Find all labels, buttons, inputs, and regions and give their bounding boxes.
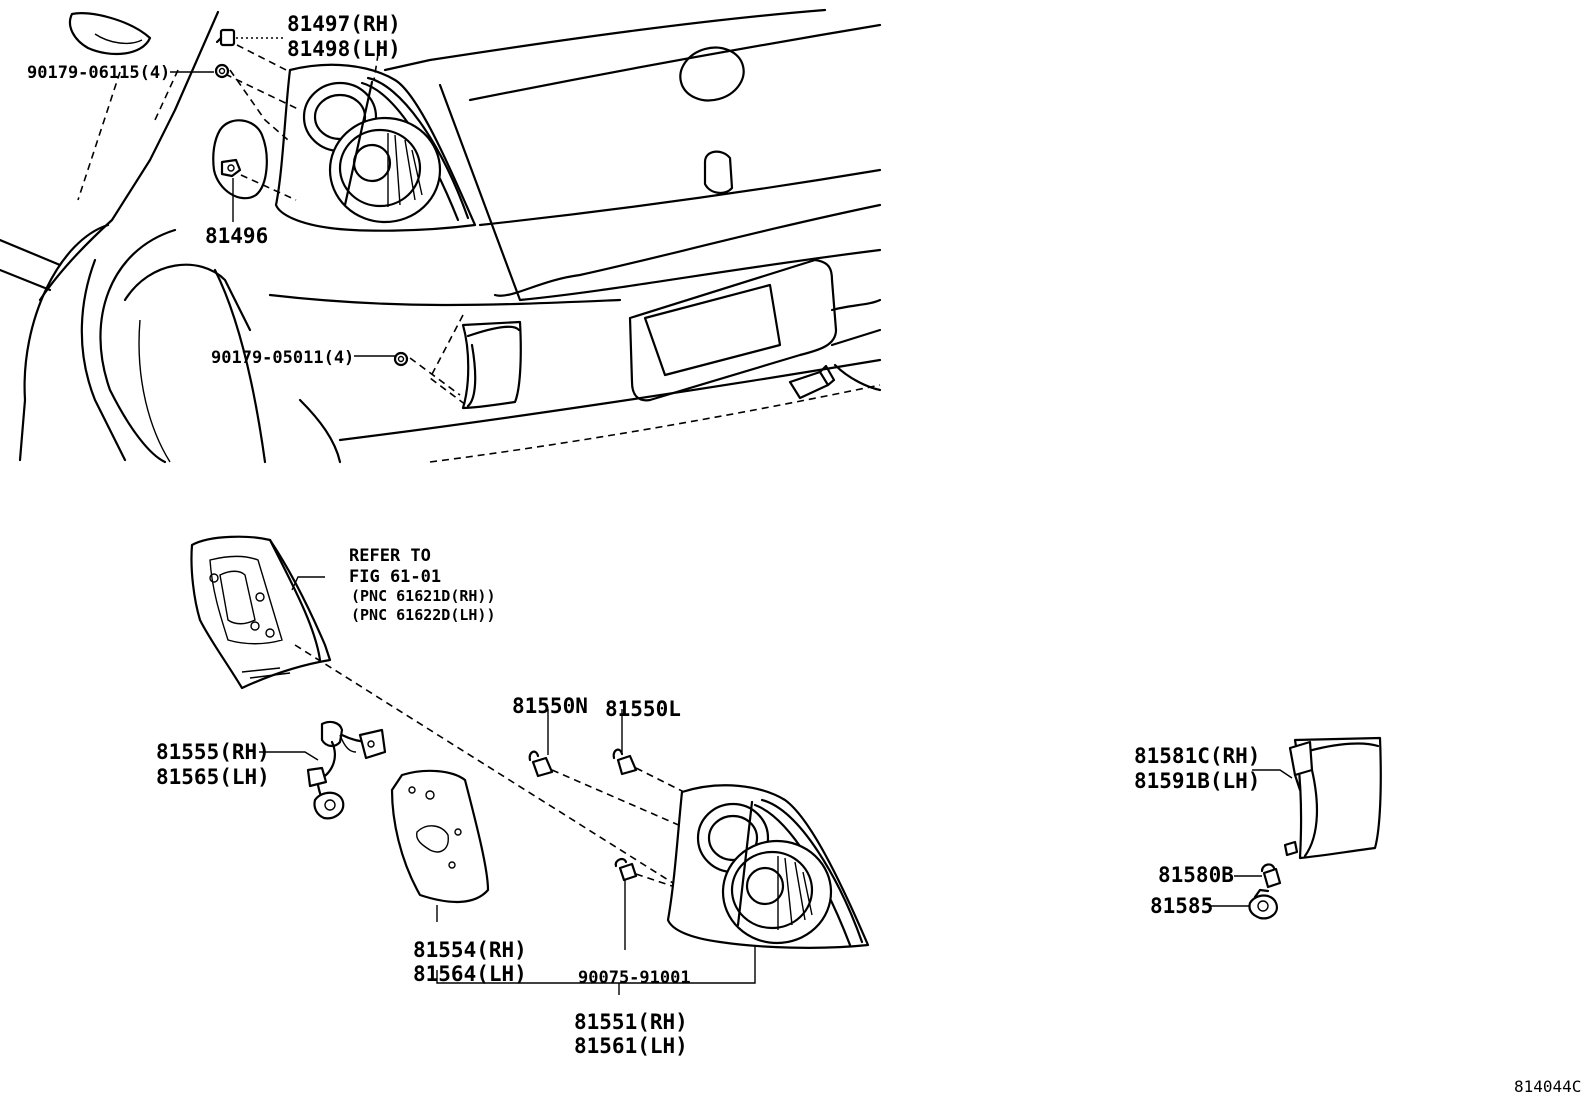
label-81564-lh[interactable]: 81564(LH) xyxy=(413,962,527,986)
label-81550l[interactable]: 81550L xyxy=(605,697,681,721)
fig-reference-link[interactable]: FIG 61-01 xyxy=(349,567,441,587)
label-81551-rh[interactable]: 81551(RH) xyxy=(574,1010,688,1034)
label-81591b-lh[interactable]: 81591B(LH) xyxy=(1134,769,1260,793)
reflector-exploded-view xyxy=(1210,736,1382,920)
label-81496[interactable]: 81496 xyxy=(205,224,268,248)
diagram-code: 814044C xyxy=(1514,1077,1581,1096)
label-81497-rh[interactable]: 81497(RH) xyxy=(287,12,401,36)
pnc-lh-text: (PNC 61622D(LH)) xyxy=(351,606,496,624)
label-81561-lh[interactable]: 81561(LH) xyxy=(574,1034,688,1058)
vehicle-rear-illustration xyxy=(0,8,882,464)
label-81585[interactable]: 81585 xyxy=(1150,894,1213,918)
label-81565-lh[interactable]: 81565(LH) xyxy=(156,765,270,789)
label-81498-lh[interactable]: 81498(LH) xyxy=(287,37,401,61)
label-90179-06115[interactable]: 90179-06115(4) xyxy=(27,63,170,83)
label-81555-rh[interactable]: 81555(RH) xyxy=(156,740,270,764)
leader-lines-top xyxy=(170,37,395,357)
part-number-labels: 81497(RH) 81498(LH) 90179-06115(4) 81496… xyxy=(27,12,1581,1096)
label-81554-rh[interactable]: 81554(RH) xyxy=(413,938,527,962)
leader-lines-bottom xyxy=(259,709,756,995)
label-81580b[interactable]: 81580B xyxy=(1158,863,1234,887)
tail-lamp-exploded-view xyxy=(190,535,870,949)
pnc-rh-text: (PNC 61621D(RH)) xyxy=(351,587,496,605)
refer-to-text: REFER TO xyxy=(349,546,431,566)
label-90179-05011[interactable]: 90179-05011(4) xyxy=(211,348,354,368)
label-90075-91001[interactable]: 90075-91001 xyxy=(578,968,691,988)
label-81550n[interactable]: 81550N xyxy=(512,694,588,718)
label-81581c-rh[interactable]: 81581C(RH) xyxy=(1134,744,1260,768)
